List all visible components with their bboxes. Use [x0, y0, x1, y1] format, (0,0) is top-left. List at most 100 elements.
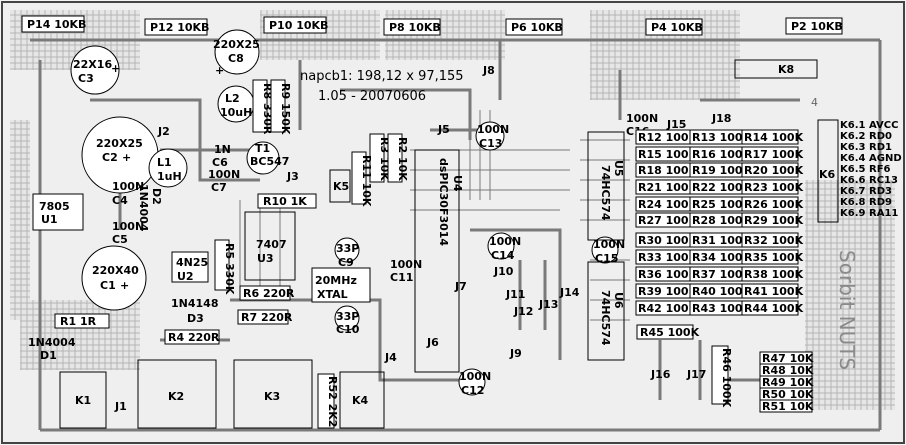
k1-label: K1: [75, 394, 91, 407]
k6-pin-signal: RC13: [869, 175, 898, 186]
resistor-label: R51 10K: [762, 400, 814, 413]
resistor-label: R49 10K: [762, 376, 814, 389]
connector-k5[interactable]: [329, 169, 351, 203]
resistor-label: R25 100K: [692, 198, 752, 211]
capacitor-c13[interactable]: [475, 121, 505, 151]
capacitor-c9[interactable]: [334, 237, 360, 263]
k6-pin-signal: RD3: [869, 186, 892, 197]
inductor-l1[interactable]: [148, 148, 188, 188]
d2-value: 1N4004: [137, 184, 150, 232]
connector-k8[interactable]: [734, 59, 818, 79]
port-header[interactable]: [505, 18, 563, 36]
c12-value: 100N: [459, 370, 491, 383]
resistor[interactable]: [741, 179, 799, 195]
plus-mark: +: [120, 279, 129, 292]
capacitor-c1[interactable]: [81, 245, 147, 311]
resistor-r7[interactable]: [237, 309, 289, 325]
j5-label: J5: [437, 123, 450, 136]
resistor-label: R19 100K: [692, 164, 752, 177]
resistor-label: R30 100K: [638, 234, 698, 247]
port-header[interactable]: [144, 18, 208, 36]
capacitor-c3[interactable]: [70, 45, 120, 95]
resistor-r52[interactable]: [317, 373, 335, 429]
j10-label: J10: [493, 265, 514, 278]
resistor-r9[interactable]: [270, 79, 286, 133]
resistor-r1[interactable]: [54, 313, 110, 329]
connector-k6[interactable]: [817, 119, 839, 223]
l2-value: 10uH: [220, 106, 252, 119]
resistor-r10[interactable]: [257, 193, 317, 209]
port-header[interactable]: [21, 15, 85, 33]
c1-value: 220X40: [92, 264, 139, 277]
k6-pin-signal: RD9: [869, 197, 892, 208]
ic-u6[interactable]: [587, 261, 625, 361]
resistor-r5[interactable]: [214, 239, 230, 291]
l2-id: L2: [225, 92, 240, 105]
resistor-r45[interactable]: [636, 324, 694, 340]
port-label: P2 10KB: [791, 20, 843, 33]
port-header[interactable]: [785, 17, 843, 35]
j3-label: J3: [286, 170, 299, 183]
crystal-xtal[interactable]: [311, 267, 371, 303]
resistor-r11[interactable]: [351, 151, 367, 205]
t1-id: T1: [255, 142, 270, 155]
resistor[interactable]: [741, 283, 799, 299]
j2-label: J2: [157, 125, 170, 138]
resistor-label: R18 100K: [638, 164, 698, 177]
xtal-value: 20MHz: [315, 274, 357, 287]
capacitor-c10[interactable]: [334, 305, 360, 331]
capacitor-c14[interactable]: [487, 232, 515, 260]
port-header[interactable]: [383, 18, 441, 36]
resistor-r4[interactable]: [164, 329, 220, 345]
k6-pin-id: K6.1: [840, 120, 866, 131]
resistor-r3[interactable]: [369, 133, 385, 183]
k4-label: K4: [352, 394, 369, 407]
optocoupler-u2[interactable]: [171, 251, 209, 283]
r1-label: R1 1R: [60, 315, 97, 328]
k6-pin-id: K6.5: [840, 164, 866, 175]
r9-label: R9 150K: [279, 83, 292, 135]
resistor-r2[interactable]: [387, 133, 403, 183]
j15-label: J15: [666, 118, 686, 131]
k6-pin-signal: AVCC: [869, 120, 898, 131]
j13-label: J13: [538, 298, 558, 311]
ground-fill: [20, 300, 140, 370]
resistor-label: R22 100K: [692, 181, 752, 194]
resistor-label: R41 100K: [744, 285, 804, 298]
mcu-u4[interactable]: [414, 149, 460, 373]
resistor-r8[interactable]: [252, 79, 268, 133]
j16-label: J16: [650, 368, 671, 381]
resistor[interactable]: [741, 146, 799, 162]
resistor[interactable]: [741, 266, 799, 282]
resistor[interactable]: [741, 212, 799, 228]
resistor-r6[interactable]: [239, 285, 291, 301]
port-header[interactable]: [263, 16, 327, 34]
capacitor-c8[interactable]: [214, 29, 260, 75]
connector-k1[interactable]: [59, 371, 107, 429]
resistor[interactable]: [741, 129, 799, 145]
resistor[interactable]: [759, 399, 813, 413]
connector-k4[interactable]: [339, 371, 385, 429]
resistor-r46[interactable]: [711, 345, 729, 405]
c5-value: 100N: [112, 220, 144, 233]
port-label: P8 10KB: [389, 21, 441, 34]
resistor[interactable]: [741, 232, 799, 248]
resistor[interactable]: [741, 300, 799, 316]
xtal-id: XTAL: [317, 288, 348, 301]
connector-k2[interactable]: [137, 359, 217, 429]
connector-k3[interactable]: [233, 359, 313, 429]
resistor[interactable]: [741, 196, 799, 212]
k6-pin-id: K6.9: [840, 208, 866, 219]
capacitor-c12[interactable]: [458, 368, 486, 396]
ic-u3[interactable]: [244, 211, 296, 281]
port-header[interactable]: [645, 18, 703, 36]
capacitor-c15[interactable]: [591, 236, 619, 264]
ic-u5[interactable]: [587, 131, 625, 241]
resistor[interactable]: [741, 249, 799, 265]
regulator-u1[interactable]: [32, 193, 84, 231]
resistor-label: R35 100K: [744, 251, 804, 264]
resistor[interactable]: [741, 162, 799, 178]
transistor-t1[interactable]: [246, 141, 280, 175]
u5-id: U5: [612, 160, 625, 177]
